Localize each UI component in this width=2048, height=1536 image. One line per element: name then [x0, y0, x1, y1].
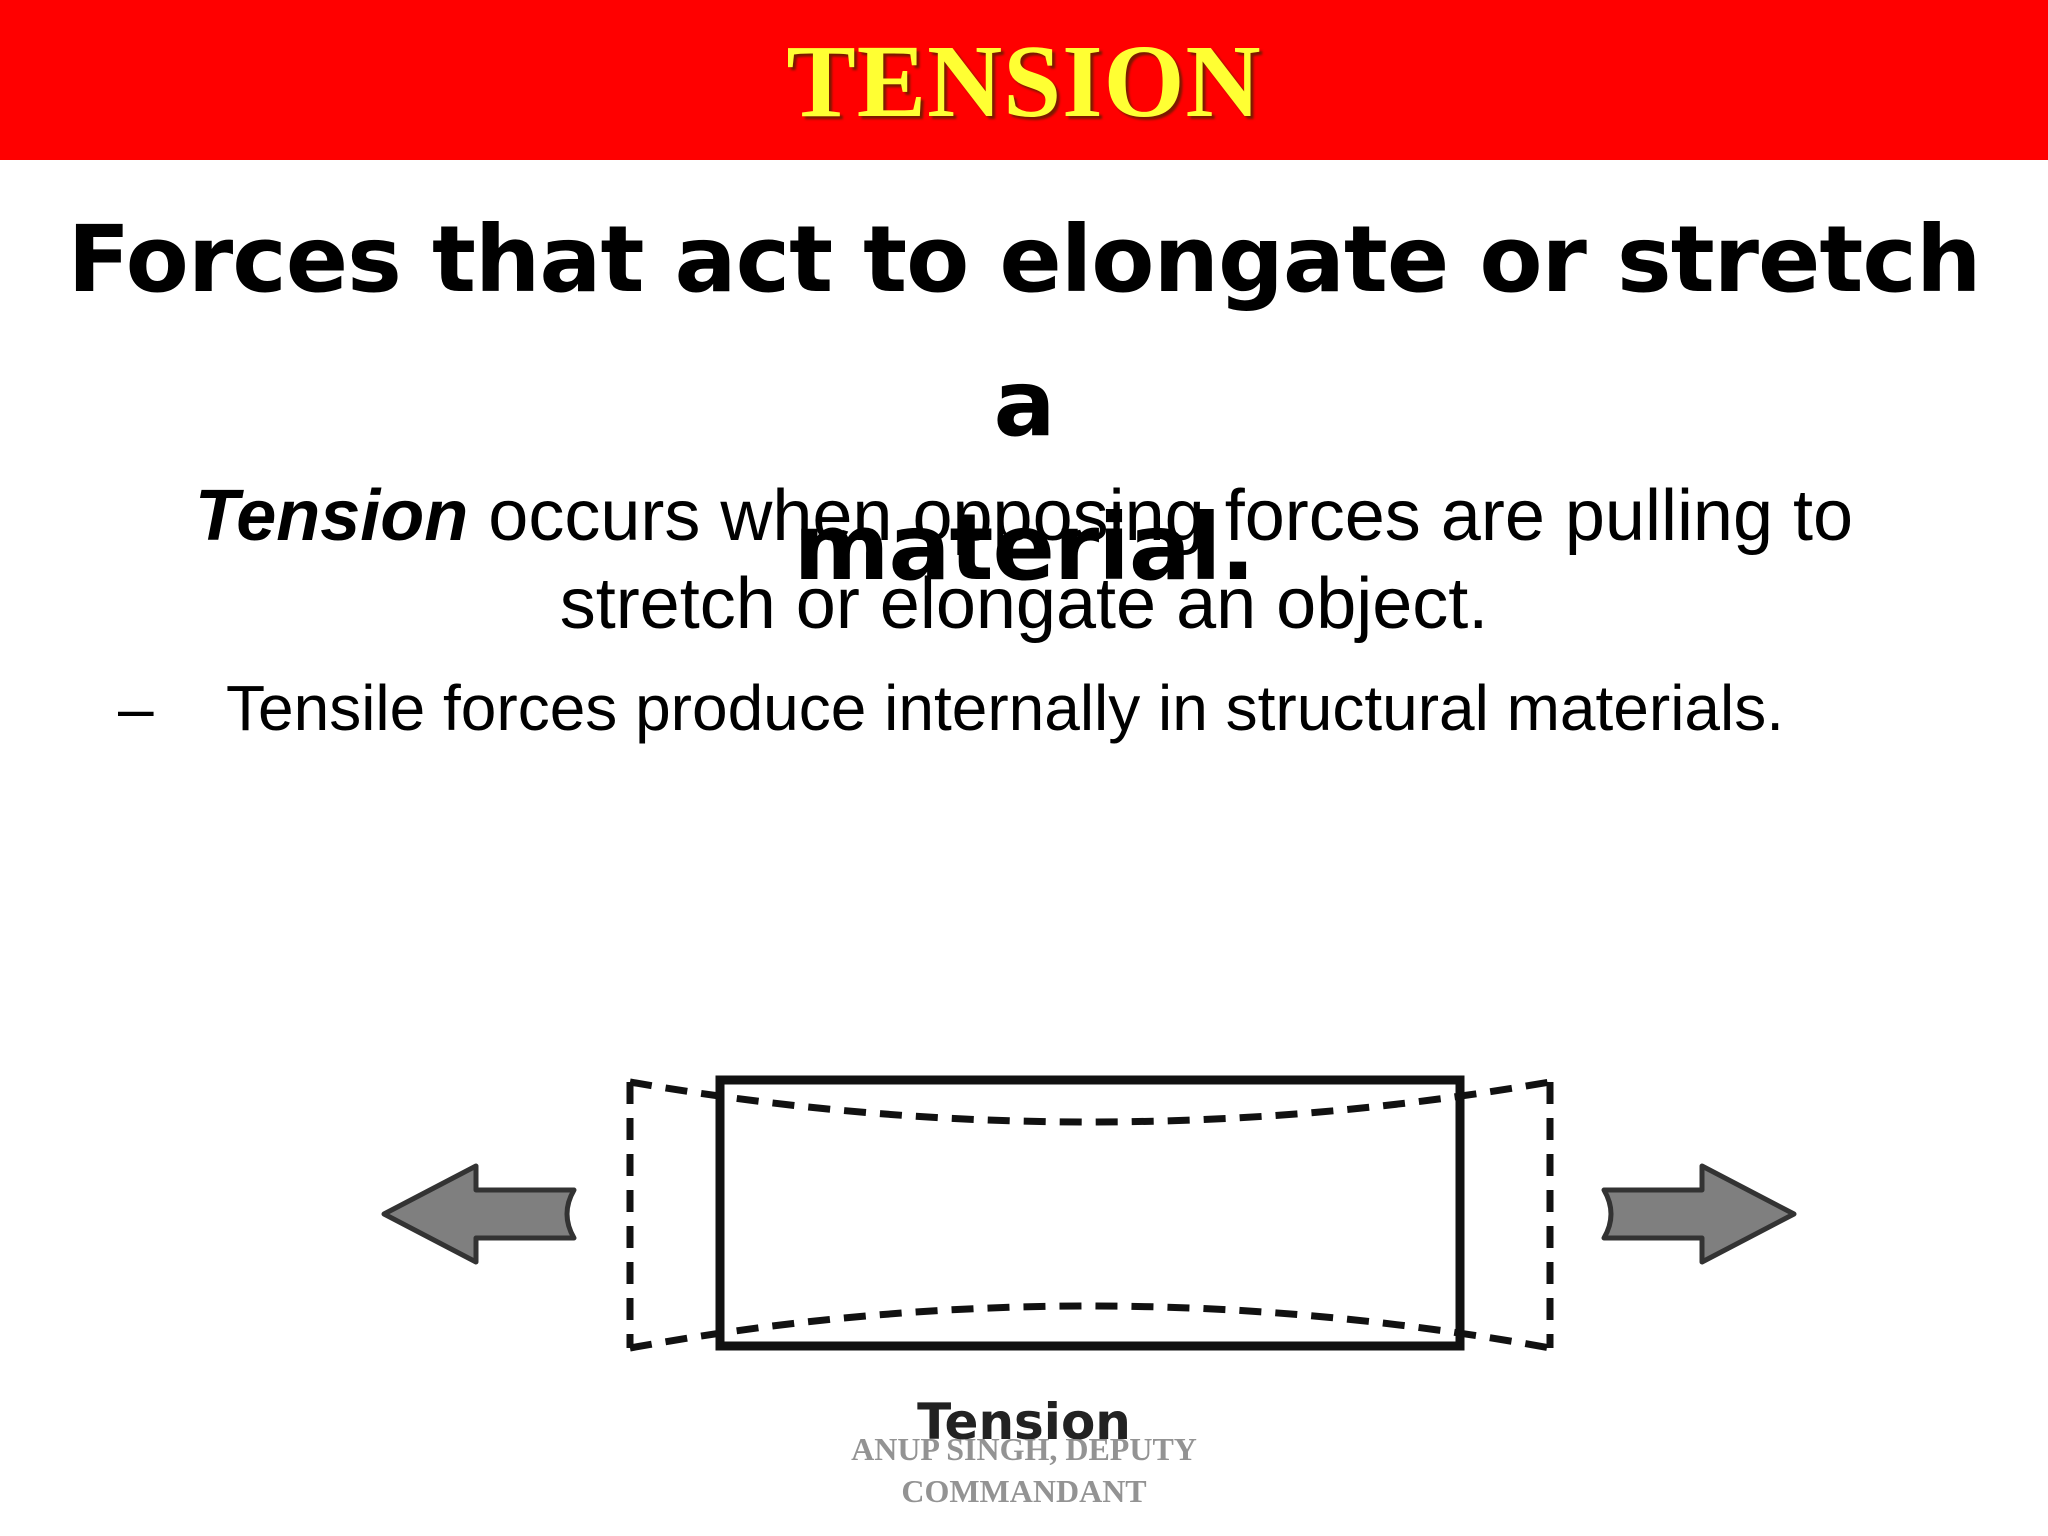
- body-line-1-rest: occurs when opposing forces are pulling …: [468, 476, 1854, 556]
- deformed-bottom-edge: [629, 1302, 1551, 1352]
- heading-line-2: material.: [793, 494, 1256, 601]
- body-emphasis: Tension: [194, 476, 469, 556]
- bullet-marker: –: [118, 672, 154, 744]
- deformed-outline: [626, 1078, 1554, 1352]
- deformed-top-edge: [629, 1078, 1551, 1126]
- arrow-right-icon: [1601, 1163, 1797, 1265]
- author-watermark: ANUP SINGH, DEPUTY COMMANDANT: [724, 1428, 1324, 1512]
- body-line-2: stretch or elongate an object.: [559, 564, 1489, 644]
- watermark-line-2: COMMANDANT: [901, 1473, 1147, 1509]
- original-bar: [715, 1075, 1465, 1351]
- title-bar: TENSION: [0, 0, 2048, 160]
- body-paragraph: Tension occurs when opposing forces are …: [80, 472, 1968, 648]
- figure-caption: Tension: [917, 1393, 1131, 1451]
- slide-title: TENSION: [786, 24, 1262, 139]
- watermark-line-1: ANUP SINGH, DEPUTY: [851, 1431, 1197, 1467]
- slide-heading: Forces that act to elongate or stretch a…: [60, 188, 1988, 620]
- heading-line-1: Forces that act to elongate or stretch a: [67, 206, 1982, 457]
- body-line-1: Tension occurs when opposing forces are …: [80, 472, 1968, 560]
- arrow-left-icon: [381, 1163, 577, 1265]
- bullet-text: Tensile forces produce internally in str…: [226, 672, 1784, 744]
- bullet-item: –Tensile forces produce internally in st…: [118, 668, 1978, 748]
